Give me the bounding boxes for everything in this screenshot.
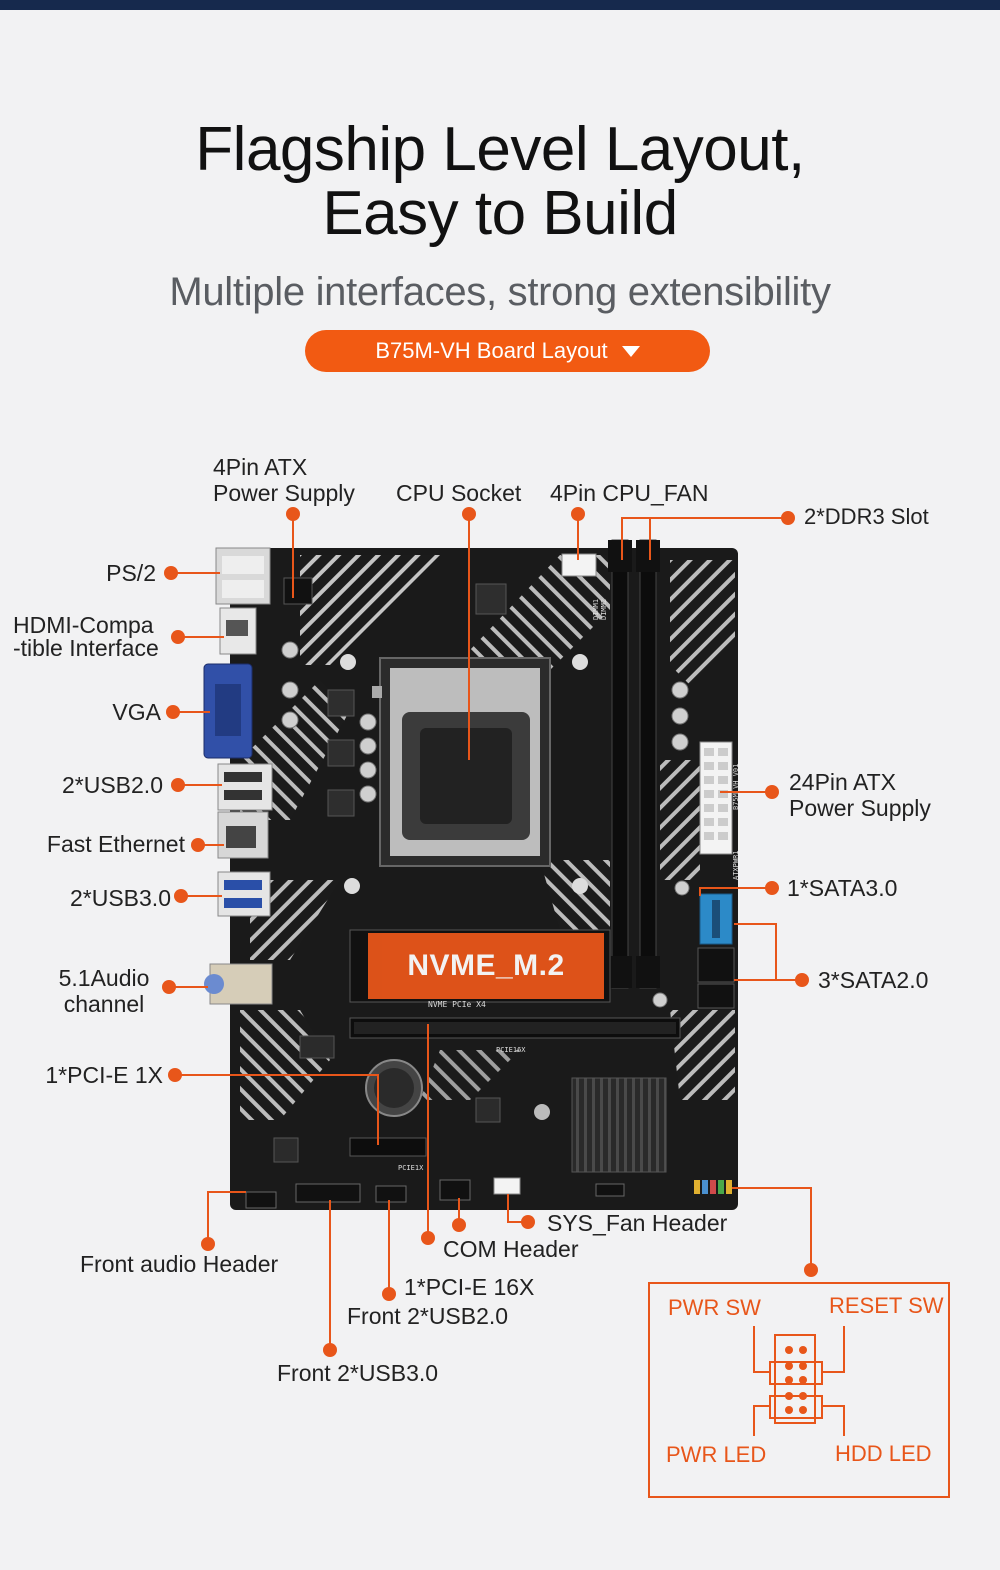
leader-lines — [169, 514, 812, 1350]
label-pcie-1x: 1*PCI-E 1X — [45, 1062, 163, 1088]
label-audio-line2: channel — [63, 991, 145, 1017]
label-4pin-atx: 4Pin ATX Power Supply — [213, 454, 355, 506]
label-audio: 5.1Audio channel — [40, 965, 168, 1017]
board-layout-label: B75M-VH Board Layout — [375, 338, 608, 363]
label-sata2: 3*SATA2.0 — [818, 967, 929, 993]
label-24pin-atx-line1: 24Pin ATX — [789, 769, 896, 795]
label-pwr-led: PWR LED — [666, 1442, 767, 1467]
caret-down-icon — [621, 345, 640, 357]
label-pcie-16x: 1*PCI-E 16X — [404, 1274, 535, 1300]
label-vga: VGA — [112, 699, 161, 725]
label-ddr3-slot: 2*DDR3 Slot — [804, 504, 929, 529]
label-hdmi: HDMI-Compa -tible Interface — [13, 614, 159, 660]
label-usb20: 2*USB2.0 — [61, 772, 163, 798]
label-cpu-fan: 4Pin CPU_FAN — [550, 480, 709, 506]
title-line-2: Easy to Build — [322, 179, 678, 248]
label-audio-line1: 5.1Audio — [58, 965, 150, 991]
motherboard: NVME PCIe X4 PCIE16X PCIE1X DIMM1 DIMM2 … — [203, 539, 740, 1210]
label-4pin-atx-line2: Power Supply — [213, 480, 355, 506]
label-fast-ethernet: Fast Ethernet — [46, 831, 185, 857]
label-pwr-sw: PWR SW — [668, 1295, 761, 1320]
label-reset-sw: RESET SW — [829, 1293, 944, 1318]
label-sata3: 1*SATA3.0 — [787, 875, 898, 901]
silk-pcie16x: PCIE16X — [496, 1046, 526, 1054]
top-bar — [0, 0, 1000, 10]
label-24pin-atx: 24Pin ATX Power Supply — [789, 769, 931, 821]
label-hdmi-line2: -tible Interface — [13, 635, 159, 661]
silk-nvme-pcie: NVME PCIe X4 — [428, 1000, 486, 1009]
silk-atxpwr: ATXPWR1 — [732, 850, 740, 880]
silk-dimm1: DIMM1 — [592, 599, 600, 620]
label-usb30: 2*USB3.0 — [69, 885, 171, 911]
label-cpu-socket: CPU Socket — [396, 480, 522, 506]
front-panel-pin-diagram — [753, 1326, 845, 1436]
title-line-1: Flagship Level Layout, — [195, 115, 805, 184]
label-front-usb20: Front 2*USB2.0 — [347, 1303, 509, 1329]
silk-model: B75M_VH V01 — [732, 764, 740, 810]
label-front-usb30: Front 2*USB3.0 — [277, 1360, 439, 1386]
label-front-audio: Front audio Header — [80, 1251, 279, 1277]
nvme-m2-label: NVME_M.2 — [368, 933, 604, 999]
label-sys-fan: SYS_Fan Header — [547, 1210, 728, 1236]
label-hdmi-line1: HDMI-Compa — [13, 612, 154, 638]
label-ps2: PS/2 — [106, 560, 156, 586]
label-24pin-atx-line2: Power Supply — [789, 795, 931, 821]
label-hdd-led: HDD LED — [835, 1441, 932, 1466]
page-title: Flagship Level Layout, Easy to Build — [0, 118, 1000, 246]
label-4pin-atx-line1: 4Pin ATX — [213, 454, 308, 480]
board-layout-pill: B75M-VH Board Layout — [305, 330, 710, 372]
silk-pcie1x: PCIE1X — [398, 1164, 424, 1172]
front-panel-legend — [648, 1282, 950, 1498]
silk-dimm2: DIMM2 — [600, 599, 608, 620]
leader-dots — [162, 507, 818, 1357]
label-com-header: COM Header — [443, 1236, 579, 1262]
page-subtitle: Multiple interfaces, strong extensibilit… — [169, 270, 831, 314]
